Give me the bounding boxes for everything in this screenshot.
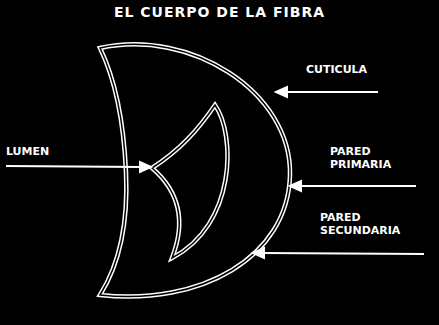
diagram-title: EL CUERPO DE LA FIBRA bbox=[114, 4, 325, 20]
fiber-outline bbox=[100, 44, 290, 296]
part-label: LUMEN bbox=[6, 146, 86, 159]
arrow-head bbox=[253, 248, 264, 258]
lumen-outline-gap bbox=[152, 105, 228, 258]
arrow-head bbox=[140, 162, 151, 172]
leader-line bbox=[299, 185, 416, 187]
fiber-outline-gap bbox=[100, 44, 290, 296]
part-label: CUTICULA bbox=[306, 64, 396, 77]
leader-line bbox=[262, 253, 424, 254]
part-label: PARED SECUNDARIA bbox=[320, 212, 430, 237]
arrow-head bbox=[276, 87, 287, 97]
leader-line bbox=[6, 166, 142, 167]
arrow-head bbox=[290, 181, 301, 191]
part-label: PARED PRIMARIA bbox=[330, 146, 420, 171]
lumen-outline bbox=[152, 105, 228, 258]
leader-line bbox=[285, 91, 378, 93]
fiber-body bbox=[100, 44, 290, 296]
